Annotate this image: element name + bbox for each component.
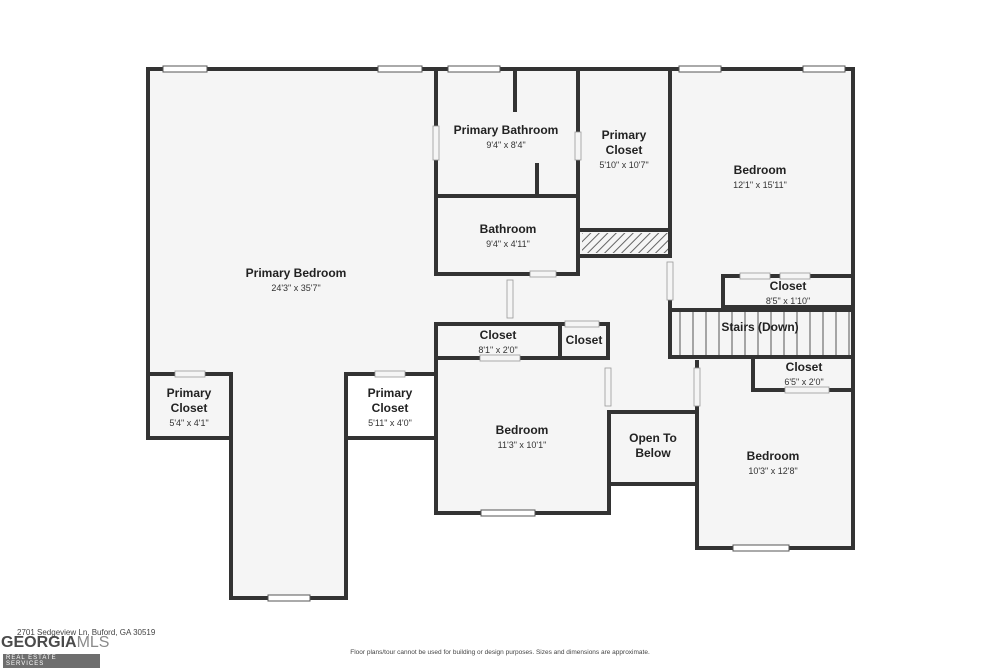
room-name: Bedroom bbox=[746, 449, 800, 463]
label-primary-bathroom: Primary Bathroom 9'4" x 8'4" bbox=[454, 123, 559, 151]
label-primary-closet-top: Primary Closet 5'10" x 10'7" bbox=[589, 128, 659, 171]
label-bedroom-se: Bedroom 10'3" x 12'8" bbox=[747, 449, 800, 477]
room-dimensions: 5'10" x 10'7" bbox=[599, 160, 649, 170]
room-dimensions: 5'4" x 4'1" bbox=[169, 418, 209, 428]
hatched-chase bbox=[582, 233, 668, 253]
logo-brand-main: GEORGIA bbox=[1, 634, 77, 651]
room-name: Open To Below bbox=[629, 431, 677, 460]
logo-brand-accent: MLS bbox=[76, 634, 110, 651]
room-name: Primary Closet bbox=[601, 128, 647, 157]
georgia-mls-logo: GEORGIAMLS REAL ESTATE SERVICES bbox=[0, 632, 109, 668]
room-dimensions: 5'11" x 4'0" bbox=[368, 418, 412, 428]
room-dimensions: 10'3" x 12'8" bbox=[748, 466, 798, 476]
windows bbox=[162, 65, 846, 602]
room-name: Closet bbox=[785, 360, 823, 374]
label-closet-small: Closet bbox=[566, 333, 603, 348]
floor-area bbox=[148, 69, 853, 598]
room-name: Stairs (Down) bbox=[721, 320, 799, 334]
label-bedroom-mid: Bedroom 11'3" x 10'1" bbox=[496, 423, 549, 451]
room-name: Closet bbox=[565, 333, 603, 347]
room-dimensions: 8'1" x 2'0" bbox=[478, 345, 518, 355]
logo-brand: GEORGIAMLS bbox=[1, 634, 109, 652]
room-name: Primary Closet bbox=[166, 386, 212, 415]
room-name: Bedroom bbox=[733, 163, 787, 177]
disclaimer: Floor plans/tour cannot be used for buil… bbox=[350, 649, 650, 656]
room-name: Bedroom bbox=[495, 423, 549, 437]
property-address: 2701 Sedgeview Ln, Buford, GA 30519 bbox=[17, 628, 156, 637]
room-dimensions: 11'3" x 10'1" bbox=[497, 440, 547, 450]
room-name: Closet bbox=[479, 328, 517, 342]
label-primary-closet-mid: Primary Closet 5'11" x 4'0" bbox=[355, 386, 425, 429]
label-bedroom-ne: Bedroom 12'1" x 15'11" bbox=[733, 163, 787, 191]
room-name: Primary Bedroom bbox=[245, 266, 347, 280]
room-dimensions: 8'5" x 1'10" bbox=[765, 296, 811, 306]
label-bathroom: Bathroom 9'4" x 4'11" bbox=[480, 222, 537, 250]
label-closet-ne: Closet 8'5" x 1'10" bbox=[766, 279, 810, 307]
logo-tagline: REAL ESTATE SERVICES bbox=[3, 654, 100, 668]
label-closet-mid: Closet 8'1" x 2'0" bbox=[478, 328, 517, 356]
room-dimensions: 9'4" x 4'11" bbox=[486, 239, 530, 249]
label-primary-closet-left: Primary Closet 5'4" x 4'1" bbox=[154, 386, 224, 429]
room-name: Primary Closet bbox=[367, 386, 413, 415]
label-primary-bedroom: Primary Bedroom 24'3" x 35'7" bbox=[246, 266, 347, 294]
room-name: Primary Bathroom bbox=[453, 123, 559, 137]
door-openings bbox=[174, 125, 830, 407]
stair-treads bbox=[679, 312, 850, 355]
label-stairs: Stairs (Down) bbox=[721, 320, 798, 335]
label-closet-se: Closet 6'5" x 2'0" bbox=[784, 360, 823, 388]
room-name: Closet bbox=[769, 279, 807, 293]
room-dimensions: 12'1" x 15'11" bbox=[733, 180, 787, 190]
room-name: Bathroom bbox=[479, 222, 537, 236]
room-dimensions: 24'3" x 35'7" bbox=[271, 283, 321, 293]
label-open-to-below: Open To Below bbox=[623, 431, 683, 461]
room-dimensions: 9'4" x 8'4" bbox=[486, 140, 526, 150]
room-dimensions: 6'5" x 2'0" bbox=[784, 377, 824, 387]
